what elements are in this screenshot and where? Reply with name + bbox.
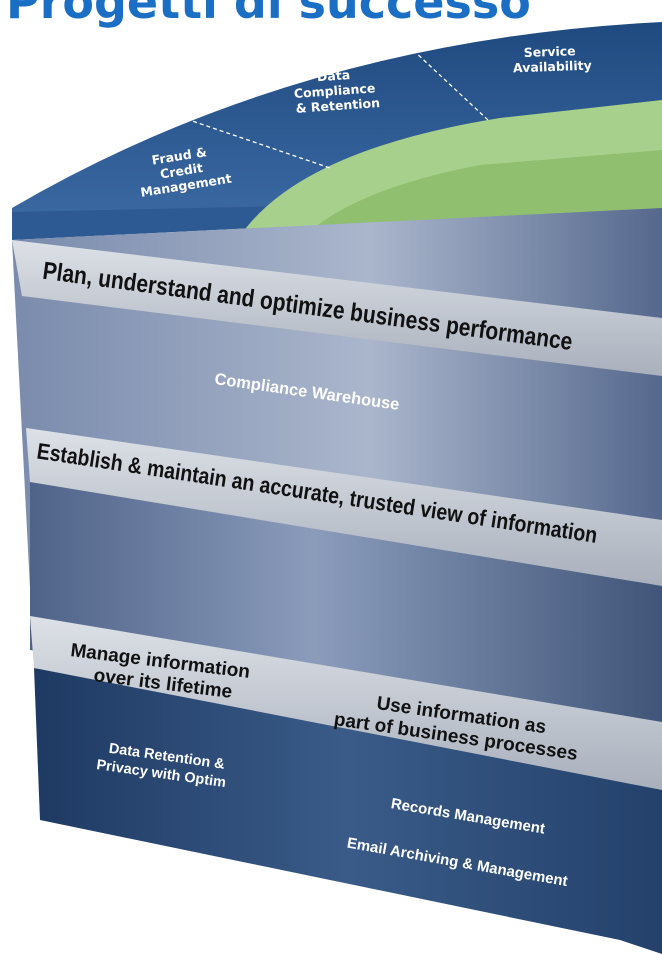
band-establish	[26, 428, 662, 586]
divider-1	[159, 109, 331, 169]
band-manage	[30, 616, 662, 790]
wedge-label-data-compliance: Data Compliance & Retention	[292, 65, 381, 116]
wedge-label-service: Service Availability	[512, 43, 592, 76]
band-plan	[12, 240, 662, 376]
page-title: Progetti di successo	[6, 0, 531, 29]
